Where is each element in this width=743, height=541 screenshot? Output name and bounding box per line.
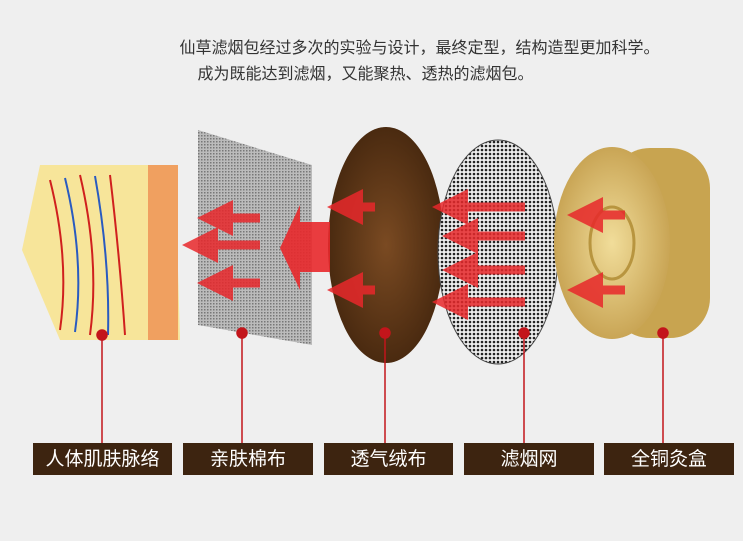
copper-box-icon <box>554 147 710 339</box>
filter-mesh-icon <box>437 139 559 365</box>
pointer-lines <box>96 327 669 443</box>
heading-line-2: 成为既能达到滤烟，又能聚热、透热的滤烟包。 <box>197 64 534 83</box>
label-copper-box: 全铜灸盒 <box>604 443 734 475</box>
label-velvet-cloth: 透气绒布 <box>324 443 453 475</box>
heading-line-1: 仙草滤烟包经过多次的实验与设计，最终定型，结构造型更加科学。 <box>179 38 660 57</box>
label-filter-mesh: 滤烟网 <box>464 443 594 475</box>
label-cotton-cloth: 亲肤棉布 <box>183 443 313 475</box>
skin-tissue-icon <box>22 165 180 340</box>
label-skin: 人体肌肤脉络 <box>33 443 172 475</box>
heat-arrows <box>182 189 625 320</box>
